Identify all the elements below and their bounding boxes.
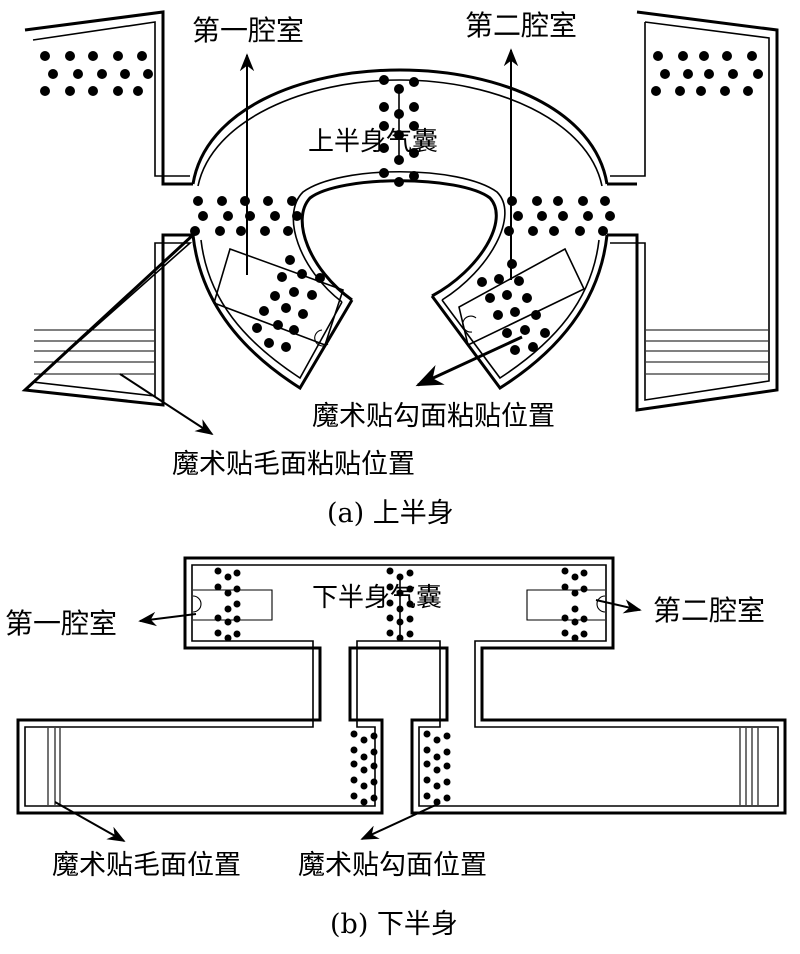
dots-left-shoulder: [190, 196, 325, 352]
lower-chamber2-arrow: [595, 599, 642, 614]
lower-chamber2-label: 第二腔室: [653, 594, 765, 627]
lower-dots-right: [561, 567, 588, 642]
lower-dots-left: [214, 567, 241, 642]
lower-chamber1-label: 第一腔室: [5, 607, 117, 640]
lower-chamber-1: [192, 589, 273, 621]
lower-dots-center: [386, 567, 414, 642]
lower-dots-left-leg: [350, 730, 378, 806]
upper-chamber2-label: 第二腔室: [465, 9, 577, 42]
left-side-panel: [21, 10, 197, 407]
lower-caption: (b) 下半身: [330, 909, 458, 940]
loop-velcro-stripes-left: [34, 329, 154, 375]
upper-loop-label: 魔术贴毛面粘贴位置: [172, 449, 415, 480]
loop-upper-arrow: [119, 373, 214, 435]
lower-airbag-label: 下半身气囊: [312, 583, 442, 613]
lower-loop-stripes-right: [739, 728, 759, 805]
loop-velcro-stripes-right: [646, 329, 768, 375]
lower-airbag-outline: [16, 556, 787, 815]
upper-airbag-label: 上半身气囊: [308, 127, 438, 157]
dots-collar-center: [379, 75, 419, 187]
upper-hook-label: 魔术贴勾面粘贴位置: [312, 401, 555, 432]
dots-right-panel: [651, 51, 763, 96]
lower-loop-label: 魔术贴毛面位置: [52, 850, 241, 881]
lower-body-panel: 下半身气囊 第一腔室 第二腔室 魔术贴毛面位置 魔术贴勾面位置 (b) 下半身: [5, 556, 787, 940]
hook-upper-arrow: [415, 335, 523, 387]
lower-dots-right-leg: [423, 730, 451, 806]
lower-loop-arrow: [54, 801, 126, 842]
upper-chamber-2: [458, 247, 586, 347]
right-side-panel: [607, 10, 779, 412]
dots-right-shoulder: [477, 196, 615, 355]
lower-chamber1-arrow: [138, 611, 197, 627]
upper-caption: (a) 上半身: [327, 498, 454, 529]
upper-chamber1-label: 第一腔室: [192, 14, 304, 47]
lower-hook-arrow: [360, 802, 441, 840]
lower-hook-label: 魔术贴勾面位置: [298, 850, 487, 881]
lower-loop-stripes-left: [47, 728, 61, 805]
upper-body-panel: 第一腔室 第二腔室 上半身气囊 魔术贴勾面粘贴位置 魔术贴毛面粘贴位置 (a) …: [21, 9, 779, 529]
dots-left-panel: [40, 51, 153, 96]
